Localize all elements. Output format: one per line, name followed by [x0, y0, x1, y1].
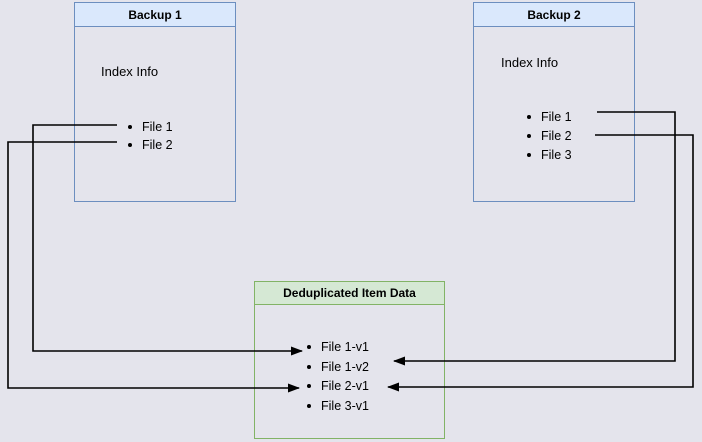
backup2-node: Backup 2 Index Info File 1 File 2 File 3 [473, 2, 635, 202]
list-item: File 1 [128, 118, 173, 136]
list-item: File 2 [527, 126, 572, 145]
list-item-label: File 2 [541, 128, 572, 143]
backup1-index-info-label: Index Info [101, 64, 159, 79]
backup1-file-list: File 1 File 2 [128, 118, 173, 154]
bullet-icon [128, 143, 132, 147]
list-item-label: File 2-v1 [321, 379, 369, 394]
backup2-index-info-label: Index Info [501, 55, 559, 70]
deduplicated-item-data-title: Deduplicated Item Data [255, 282, 444, 305]
list-item-label: File 1 [142, 120, 173, 134]
bullet-icon [527, 133, 531, 138]
backup1-node: Backup 1 Index Info File 1 File 2 [74, 2, 236, 202]
list-item: File 3 [527, 145, 572, 164]
list-item: File 2 [128, 136, 173, 154]
list-item-label: File 1-v2 [321, 359, 369, 374]
backup2-file-list: File 1 File 2 File 3 [527, 107, 572, 164]
bullet-icon [527, 114, 531, 119]
bullet-icon [128, 125, 132, 129]
list-item-label: File 3 [541, 147, 572, 162]
list-item-label: File 3-v1 [321, 398, 369, 413]
bullet-icon [307, 384, 311, 389]
bullet-icon [307, 403, 311, 408]
list-item-label: File 1 [541, 109, 572, 124]
list-item: File 1-v1 [307, 337, 369, 357]
backup1-title: Backup 1 [75, 3, 235, 27]
bullet-icon [307, 364, 311, 369]
list-item: File 2-v1 [307, 376, 369, 396]
list-item-label: File 2 [142, 138, 173, 152]
list-item: File 3-v1 [307, 396, 369, 416]
list-item-label: File 1-v1 [321, 339, 369, 354]
list-item: File 1-v2 [307, 357, 369, 377]
bullet-icon [527, 152, 531, 157]
list-item: File 1 [527, 107, 572, 126]
backup2-title: Backup 2 [474, 3, 634, 27]
bullet-icon [307, 344, 311, 349]
